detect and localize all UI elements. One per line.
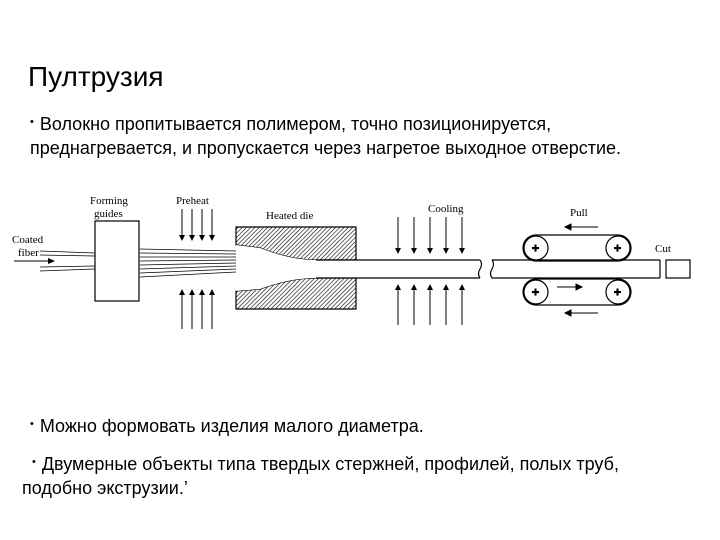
product-rod [316, 259, 691, 279]
slide-title: Пултрузия [28, 61, 164, 92]
svg-text:+: + [532, 241, 539, 255]
bullet-marker: • [32, 456, 36, 468]
label-cut: Cut [655, 243, 671, 255]
bullet-3-line-2: подобно экструзии.’ [22, 478, 188, 498]
bullet-small-diameter: • Можно формовать изделия малого диаметра… [30, 412, 424, 438]
cooling-arrows [395, 217, 465, 325]
svg-text:+: + [614, 285, 621, 299]
bullet-2d-objects: • Двумерные объекты типа твердых стержней… [22, 450, 619, 500]
puller-bottom: + + [522, 278, 632, 306]
label-forming-guides-1: Forming [90, 195, 128, 207]
bullet-1-line-1: • Волокно пропитывается полимером, точно … [30, 110, 621, 136]
pull-arrows [557, 223, 598, 317]
bullet-marker: • [30, 418, 34, 430]
label-cooling: Cooling [428, 203, 464, 215]
label-preheat: Preheat [176, 195, 209, 207]
label-coated-fiber-1: Coated [12, 234, 44, 246]
bullet-3-text-1: Двумерные объекты типа твердых стержней,… [41, 454, 619, 474]
bullet-2-text: Можно формовать изделия малого диаметра. [39, 416, 424, 436]
svg-text:+: + [532, 285, 539, 299]
label-forming-guides-2: guides [94, 208, 123, 220]
bullet-pultrusion-process: • Волокно пропитывается полимером, точно … [30, 110, 621, 160]
forming-guides-box [94, 220, 140, 302]
pultrusion-diagram: Coated fiber Forming guides Preheat Heat… [12, 195, 691, 329]
svg-text:+: + [614, 241, 621, 255]
bullet-1-line-2: преднагревается, и пропускается через на… [30, 138, 622, 158]
label-heated-die: Heated die [266, 210, 313, 222]
heated-die [235, 226, 357, 310]
bullet-3-line-1: • Двумерные объекты типа твердых стержней… [22, 450, 619, 476]
fiber-bundle [14, 248, 237, 278]
puller-top: + + [522, 234, 632, 262]
bullet-marker: • [30, 116, 34, 128]
label-coated-fiber-2: fiber [18, 247, 39, 259]
bullet-2-line: • Можно формовать изделия малого диаметра… [30, 412, 424, 438]
label-pull: Pull [570, 207, 588, 219]
preheat-arrows [179, 209, 215, 329]
bullet-1-text-1: Волокно пропитывается полимером, точно п… [39, 114, 552, 134]
